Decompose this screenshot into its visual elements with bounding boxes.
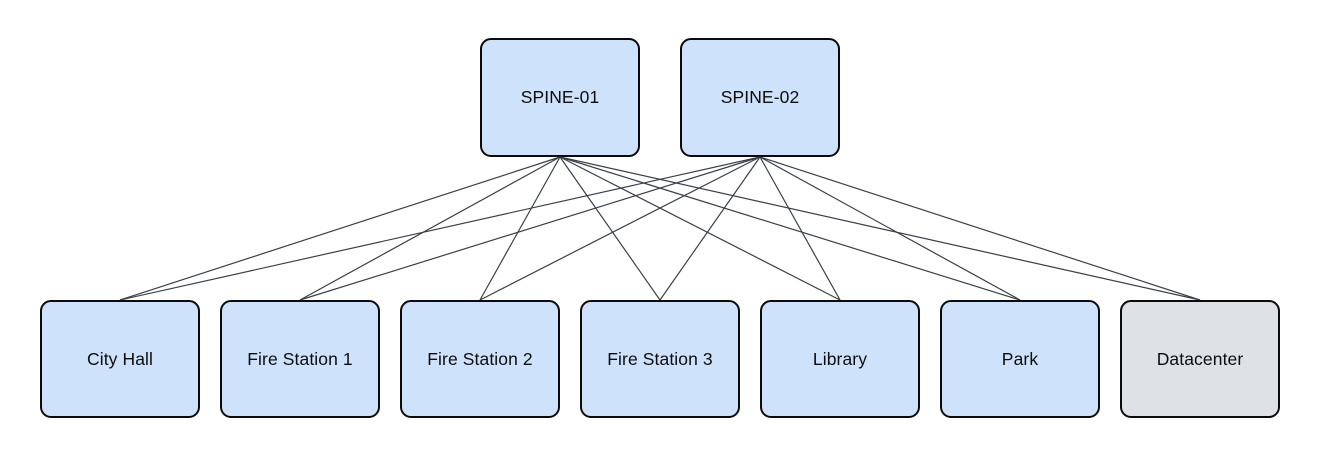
node-label-datacenter: Datacenter	[1156, 348, 1244, 369]
node-spine-01[interactable]: SPINE-01	[480, 38, 640, 157]
node-label-fire-station-1: Fire Station 1	[247, 348, 353, 369]
node-label-spine-02: SPINE-02	[720, 87, 800, 107]
node-spine-02[interactable]: SPINE-02	[680, 38, 840, 157]
edge-spine-02-to-city-hall	[119, 156, 761, 301]
edge-spine-02-to-fire-station-1	[299, 156, 761, 301]
node-fire-station-3[interactable]: Fire Station 3	[580, 300, 740, 418]
edge-spine-02-to-park	[759, 156, 1021, 301]
node-label-library: Library	[812, 348, 868, 369]
node-park[interactable]: Park	[940, 300, 1100, 418]
edge-spine-01-to-datacenter	[559, 156, 1201, 301]
edge-spine-01-to-fire-station-2	[479, 156, 561, 301]
edge-spine-01-to-fire-station-3	[559, 156, 661, 301]
node-city-hall[interactable]: City Hall	[40, 300, 200, 418]
node-fire-station-1[interactable]: Fire Station 1	[220, 300, 380, 418]
edge-spine-01-to-park	[559, 156, 1021, 301]
edge-spine-01-to-city-hall	[119, 156, 561, 301]
node-label-spine-01: SPINE-01	[520, 87, 600, 107]
edge-spine-02-to-fire-station-3	[659, 156, 761, 301]
node-datacenter[interactable]: Datacenter	[1120, 300, 1280, 418]
node-label-park: Park	[1001, 348, 1039, 369]
node-label-fire-station-3: Fire Station 3	[607, 348, 713, 369]
node-library[interactable]: Library	[760, 300, 920, 418]
edge-spine-01-to-library	[559, 156, 841, 301]
edge-spine-02-to-fire-station-2	[479, 156, 761, 301]
edge-spine-02-to-datacenter	[759, 156, 1201, 301]
edge-spine-02-to-library	[759, 156, 841, 301]
node-fire-station-2[interactable]: Fire Station 2	[400, 300, 560, 418]
node-label-fire-station-2: Fire Station 2	[427, 348, 533, 369]
node-label-city-hall: City Hall	[86, 348, 154, 369]
edge-spine-01-to-fire-station-1	[299, 156, 561, 301]
